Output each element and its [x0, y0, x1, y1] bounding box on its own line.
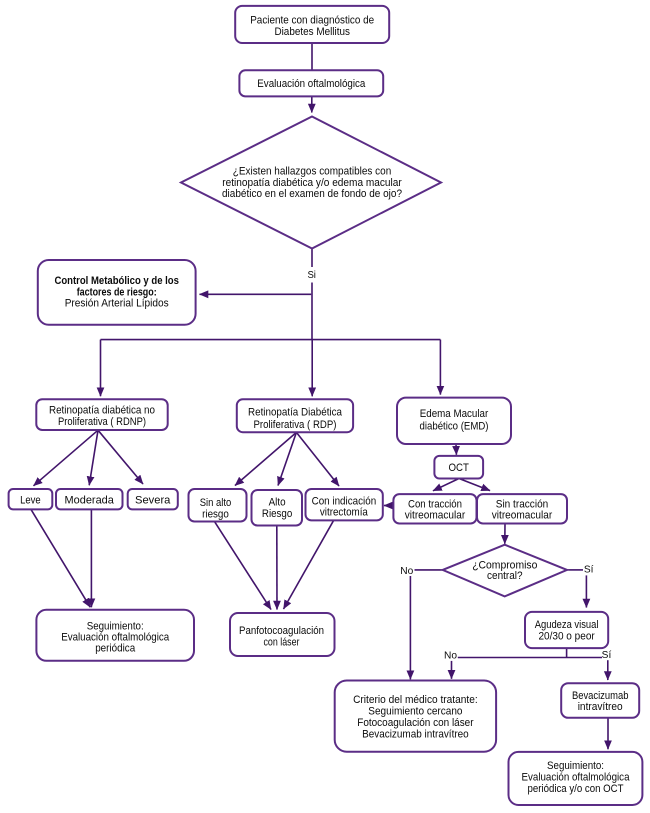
svg-text:factores de riesgo:: factores de riesgo: — [77, 286, 157, 298]
svg-text:Si: Si — [307, 270, 316, 281]
svg-text:Proliferativa ( RDP): Proliferativa ( RDP) — [254, 419, 337, 431]
svg-text:Severa: Severa — [135, 495, 171, 507]
svg-text:Retinopatía Diabética: Retinopatía Diabética — [248, 406, 343, 418]
svg-text:periódica: periódica — [95, 643, 136, 655]
svg-text:Moderada: Moderada — [65, 495, 115, 507]
svg-text:Fotocoagulación con láser: Fotocoagulación con láser — [357, 717, 474, 729]
svg-text:vitrectomía: vitrectomía — [320, 507, 369, 519]
svg-text:No: No — [400, 566, 413, 577]
svg-text:Proliferativa ( RDNP): Proliferativa ( RDNP) — [58, 416, 146, 428]
svg-text:Bevacizumab intravítreo: Bevacizumab intravítreo — [362, 729, 469, 741]
svg-text:Seguimiento cercano: Seguimiento cercano — [368, 706, 462, 718]
svg-text:Seguimiento:: Seguimiento: — [547, 760, 604, 772]
svg-text:central?: central? — [487, 570, 523, 582]
svg-text:diabético en el examen de fond: diabético en el examen de fondo de ojo? — [222, 188, 402, 200]
svg-text:riesgo: riesgo — [202, 508, 229, 520]
svg-text:Control Metabólico y de los: Control Metabólico y de los — [54, 275, 179, 287]
svg-text:OCT: OCT — [449, 462, 470, 474]
svg-text:Diabetes Mellitus: Diabetes Mellitus — [274, 26, 350, 38]
svg-text:diabético (EMD): diabético (EMD) — [420, 421, 489, 433]
svg-text:Evaluación oftalmológica: Evaluación oftalmológica — [61, 631, 170, 643]
svg-text:Retinopatía diabética no: Retinopatía diabética no — [49, 405, 155, 417]
svg-text:Panfotocoagulación: Panfotocoagulación — [239, 625, 324, 637]
svg-text:vitreomacular: vitreomacular — [492, 510, 553, 522]
svg-text:Presión Arterial Lípidos: Presión Arterial Lípidos — [65, 298, 169, 310]
svg-text:20/30 o peor: 20/30 o peor — [538, 631, 595, 643]
svg-text:Sin alto: Sin alto — [200, 497, 232, 509]
svg-text:retinopatía diabética y/o edem: retinopatía diabética y/o edema macular — [222, 177, 402, 189]
svg-text:Alto: Alto — [269, 497, 286, 509]
svg-text:Bevacizumab: Bevacizumab — [572, 690, 629, 702]
svg-text:Paciente con diagnóstico de: Paciente con diagnóstico de — [250, 15, 374, 27]
svg-text:intravítreo: intravítreo — [578, 701, 623, 713]
svg-text:Seguimiento:: Seguimiento: — [87, 620, 144, 632]
svg-text:periódica y/o con OCT: periódica y/o con OCT — [528, 783, 624, 795]
svg-text:Criterio del médico tratante:: Criterio del médico tratante: — [353, 694, 478, 706]
svg-text:Riesgo: Riesgo — [262, 508, 292, 520]
svg-text:Con tracción: Con tracción — [408, 499, 462, 511]
svg-text:Leve: Leve — [20, 495, 41, 507]
svg-text:con láser: con láser — [264, 637, 300, 649]
svg-text:No: No — [444, 651, 457, 662]
svg-text:¿Compromiso: ¿Compromiso — [472, 559, 537, 571]
svg-text:Sí: Sí — [602, 650, 612, 661]
svg-text:vitreomacular: vitreomacular — [405, 510, 466, 522]
svg-text:Sí: Sí — [584, 565, 594, 576]
svg-text:Evaluación oftalmológica: Evaluación oftalmológica — [257, 78, 366, 90]
svg-text:Sin tracción: Sin tracción — [496, 499, 549, 511]
svg-text:Con indicación: Con indicación — [312, 495, 377, 507]
svg-text:Agudeza visual: Agudeza visual — [535, 619, 599, 631]
svg-text:Edema Macular: Edema Macular — [420, 408, 489, 420]
svg-text:Evaluación oftalmológica: Evaluación oftalmológica — [522, 771, 631, 783]
svg-text:¿Existen hallazgos compatibles: ¿Existen hallazgos compatibles con — [233, 166, 392, 178]
